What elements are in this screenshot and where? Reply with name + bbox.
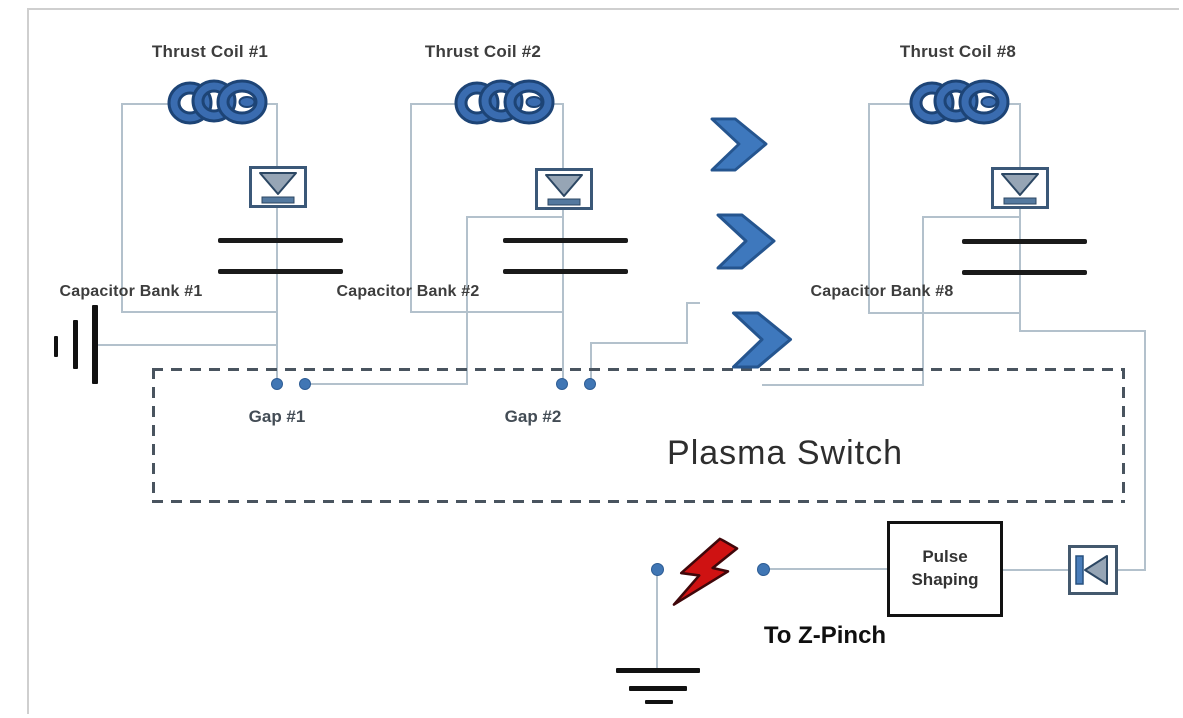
spark-gap-dot [651, 563, 664, 576]
spark-gap-dot [271, 378, 283, 390]
to-z-pinch-label: To Z-Pinch [763, 622, 887, 649]
wire [590, 343, 592, 385]
spark-gap-dot [556, 378, 568, 390]
wire [922, 216, 1021, 218]
capacitor-icon [218, 238, 343, 243]
gap-2-label: Gap #2 [504, 407, 562, 426]
diode-down-icon [991, 167, 1049, 209]
wire [1019, 330, 1146, 332]
thrust-coil-8-label: Thrust Coil #8 [899, 42, 1017, 61]
pulse-shaping-box: Pulse Shaping [887, 521, 1003, 617]
wire-to-ground [656, 574, 658, 668]
wire [769, 568, 887, 570]
wire [868, 103, 870, 314]
wire [276, 103, 278, 383]
thrust-coil-2-label: Thrust Coil #2 [424, 42, 542, 61]
diode-down-icon [535, 168, 593, 210]
spark-gap-dot [299, 378, 311, 390]
spark-gap-dot [757, 563, 770, 576]
pulse-shaping-label-line1: Pulse [922, 547, 968, 567]
coil-icon [163, 79, 268, 125]
wire [466, 216, 468, 385]
chevron-right-icon [716, 213, 776, 270]
wire [590, 342, 688, 344]
wire [121, 103, 123, 313]
wire [922, 216, 924, 386]
wire [410, 311, 564, 313]
wire [466, 216, 564, 218]
wire [868, 312, 1021, 314]
frame-top-line [27, 8, 1179, 10]
spark-gap-dot [584, 378, 596, 390]
capacitor-icon [218, 269, 343, 274]
plasma-switch-box-bottom [152, 500, 1125, 503]
wire [1144, 330, 1146, 571]
wire [121, 311, 278, 313]
wire-battery-feed [98, 344, 278, 346]
capacitor-bank-8-label: Capacitor Bank #8 [810, 283, 954, 300]
wire [562, 103, 564, 383]
wire [1003, 569, 1068, 571]
capacitor-bank-1-label: Capacitor Bank #1 [59, 283, 203, 300]
capacitor-icon [962, 270, 1087, 275]
wire [686, 302, 688, 344]
chevron-right-icon [731, 311, 793, 369]
wire [762, 384, 924, 386]
gap-1-label: Gap #1 [248, 407, 306, 426]
wire [410, 103, 412, 313]
plasma-switch-box-left [152, 368, 155, 503]
plasma-switch-box-right [1122, 368, 1125, 503]
diode-down-icon [249, 166, 307, 208]
plasma-switch-label: Plasma Switch [667, 434, 903, 472]
wire [1118, 569, 1146, 571]
plasma-switch-box-top [152, 368, 1125, 371]
lightning-icon [654, 523, 748, 625]
capacitor-icon [503, 269, 628, 274]
capacitor-icon [962, 239, 1087, 244]
wire [686, 302, 700, 304]
wire [305, 383, 468, 385]
chevron-right-icon [710, 117, 768, 172]
thrust-coil-1-label: Thrust Coil #1 [151, 42, 269, 61]
coil-icon [450, 79, 555, 125]
diode-left-icon [1068, 545, 1118, 595]
pulse-shaping-label-line2: Shaping [911, 570, 979, 589]
capacitor-bank-2-label: Capacitor Bank #2 [336, 283, 480, 300]
coil-icon [905, 79, 1010, 125]
capacitor-icon [503, 238, 628, 243]
frame-left-line [27, 8, 29, 714]
